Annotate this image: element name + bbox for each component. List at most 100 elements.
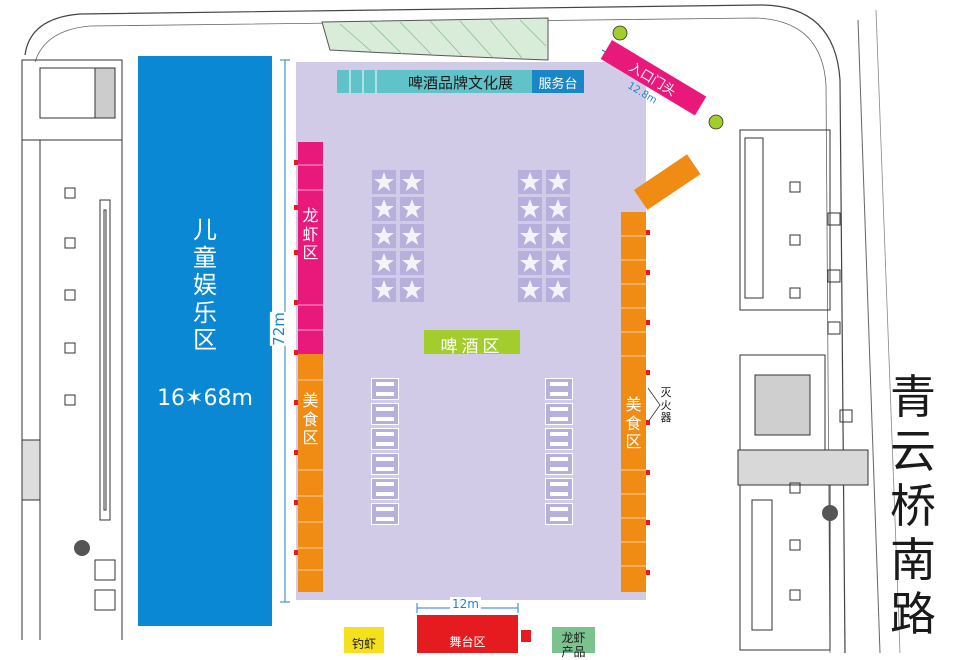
crayfish-zone[interactable]: 龙虾区 xyxy=(298,142,323,354)
long-table[interactable] xyxy=(371,453,399,475)
service-desk[interactable]: 服务台 xyxy=(532,70,584,93)
star-table-icon xyxy=(548,280,568,299)
long-table-top xyxy=(376,457,394,461)
food-zone-right-label: 美食区 xyxy=(621,386,646,462)
star-table-icon xyxy=(374,280,394,299)
road-name-char: 南 xyxy=(890,532,936,587)
star-table-icon xyxy=(402,226,422,245)
long-table-top xyxy=(550,507,568,511)
extinguisher-label-char: 灭 xyxy=(660,386,672,400)
long-table[interactable] xyxy=(545,503,573,525)
crayfish-zone-label-char: 虾 xyxy=(302,224,319,244)
long-table[interactable] xyxy=(545,478,573,500)
star-table-icon xyxy=(374,172,394,191)
culture-exhibit[interactable]: 啤酒品牌文化展 xyxy=(389,70,532,93)
long-table[interactable] xyxy=(371,428,399,450)
star-table[interactable] xyxy=(400,251,424,275)
long-table-top xyxy=(376,482,394,486)
star-table-icon xyxy=(548,226,568,245)
star-table[interactable] xyxy=(400,197,424,221)
venue-length-label: 72m xyxy=(269,312,288,346)
long-table-bottom xyxy=(376,492,394,496)
long-table-bottom xyxy=(550,442,568,446)
kids-zone-name-char: 儿 xyxy=(193,216,217,245)
star-table-icon xyxy=(374,199,394,218)
star-table-icon xyxy=(520,172,540,191)
star-table[interactable] xyxy=(518,224,542,248)
kids-zone-name-char: 乐 xyxy=(193,298,217,327)
star-table-icon xyxy=(520,253,540,272)
road-name-char: 路 xyxy=(890,587,936,642)
star-table-icon xyxy=(402,172,422,191)
culture-exhibit-label: 啤酒品牌文化展 xyxy=(407,74,513,92)
long-table-top xyxy=(550,382,568,386)
star-table[interactable] xyxy=(372,278,396,302)
food-zone-right-label-char: 食 xyxy=(625,413,642,433)
star-table[interactable] xyxy=(546,170,570,194)
star-table[interactable] xyxy=(518,197,542,221)
star-table[interactable] xyxy=(400,170,424,194)
star-table[interactable] xyxy=(372,197,396,221)
long-table[interactable] xyxy=(371,503,399,525)
star-table[interactable] xyxy=(400,224,424,248)
long-table-top xyxy=(376,432,394,436)
long-table-bottom xyxy=(376,417,394,421)
long-table-top xyxy=(550,432,568,436)
long-table-bottom xyxy=(550,467,568,471)
road-name-char: 桥 xyxy=(890,478,936,533)
beer-zone[interactable]: 啤酒区 xyxy=(424,330,520,357)
star-table[interactable] xyxy=(546,278,570,302)
star-table[interactable] xyxy=(546,251,570,275)
long-table[interactable] xyxy=(371,378,399,400)
star-table[interactable] xyxy=(400,278,424,302)
road-name-char: 云 xyxy=(890,424,936,479)
star-table[interactable] xyxy=(372,251,396,275)
crayfish-product-label-2: 产品 xyxy=(561,645,586,659)
extinguisher-label-char: 火 xyxy=(660,398,672,412)
long-table[interactable] xyxy=(545,403,573,425)
long-table-top xyxy=(550,407,568,411)
crayfish-product-zone[interactable]: 龙虾 产品 xyxy=(552,627,595,659)
long-table-bottom xyxy=(376,442,394,446)
long-table[interactable] xyxy=(545,453,573,475)
food-zone-right-label-char: 区 xyxy=(625,432,642,452)
food-zone-right[interactable]: 美食区 xyxy=(621,212,646,592)
long-table-bottom xyxy=(376,392,394,396)
star-table[interactable] xyxy=(518,278,542,302)
food-zone-left-label-char: 食 xyxy=(302,409,319,429)
kids-zone-name-char: 娱 xyxy=(193,271,217,300)
star-table-icon xyxy=(374,226,394,245)
long-table-bottom xyxy=(550,417,568,421)
kids-zone[interactable]: 儿童娱乐区 16✶68m xyxy=(138,56,272,626)
stage-zone-label: 舞台区 xyxy=(449,635,486,649)
star-table[interactable] xyxy=(372,170,396,194)
fishing-zone[interactable]: 钓虾 xyxy=(344,627,384,653)
long-table-top xyxy=(376,407,394,411)
stage-zone[interactable]: 舞台区 xyxy=(417,615,518,653)
food-zone-right-label-char: 美 xyxy=(625,395,642,415)
star-table-icon xyxy=(402,280,422,299)
star-table-icon xyxy=(520,226,540,245)
long-table[interactable] xyxy=(371,478,399,500)
road-name-label: 青云桥南路 xyxy=(878,370,948,653)
star-table-icon xyxy=(374,253,394,272)
long-table-bottom xyxy=(376,467,394,471)
star-table[interactable] xyxy=(518,170,542,194)
long-table[interactable] xyxy=(545,378,573,400)
star-table[interactable] xyxy=(546,224,570,248)
extinguisher-label: 灭火器 xyxy=(659,384,673,428)
crayfish-product-label: 龙虾 xyxy=(561,631,586,645)
star-table-icon xyxy=(402,199,422,218)
long-table[interactable] xyxy=(371,403,399,425)
star-table-icon xyxy=(548,199,568,218)
service-desk-label: 服务台 xyxy=(538,77,578,92)
kids-zone-name: 儿童娱乐区 xyxy=(138,186,272,386)
stage-width-label: 12m xyxy=(450,597,481,611)
star-table[interactable] xyxy=(372,224,396,248)
food-zone-left[interactable]: 美食区 xyxy=(298,354,323,592)
star-table[interactable] xyxy=(546,197,570,221)
extinguisher-label-char: 器 xyxy=(660,411,672,425)
long-table-bottom xyxy=(550,492,568,496)
long-table[interactable] xyxy=(545,428,573,450)
star-table[interactable] xyxy=(518,251,542,275)
